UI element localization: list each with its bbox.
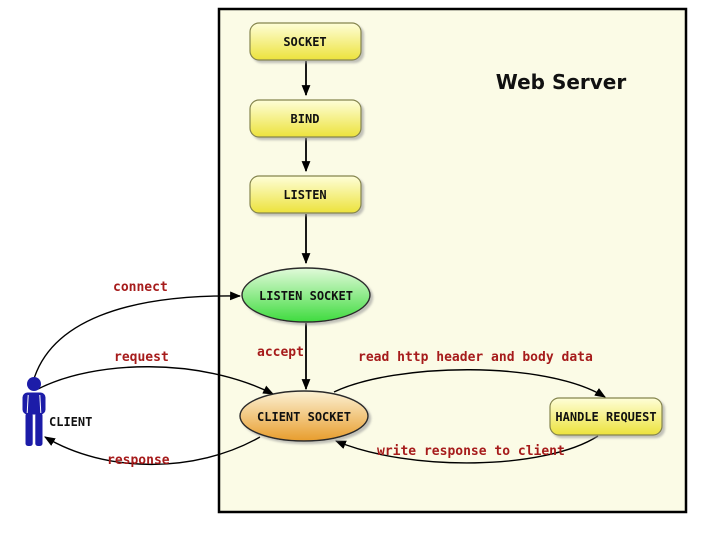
edge-label-accept: accept: [257, 345, 304, 360]
listen-label: LISTEN: [283, 188, 326, 202]
edge-label-read-http: read http header and body data: [358, 350, 593, 365]
listen-box: [249, 175, 362, 214]
person-head: [27, 377, 41, 391]
node-listen: LISTEN: [249, 175, 362, 214]
node-client-socket: CLIENT SOCKET: [239, 390, 369, 442]
person-left-leg: [25, 413, 33, 446]
arrow-request: [37, 366, 274, 395]
edge-label-request: request: [114, 350, 169, 365]
arrow-connect: [32, 291, 242, 383]
client-person-icon: [22, 377, 46, 446]
web-server-title: Web Server: [496, 70, 627, 94]
client-socket-ellipse: [239, 390, 369, 442]
bind-label: BIND: [291, 112, 320, 126]
listen-socket-ellipse: [241, 267, 371, 323]
edge-label-response: response: [107, 453, 170, 468]
client-label: CLIENT: [49, 415, 92, 429]
node-handle-request: HANDLE REQUEST: [549, 397, 663, 436]
person-torso: [22, 392, 46, 415]
client-socket-label: CLIENT SOCKET: [257, 410, 351, 424]
handle-request-box: [549, 397, 663, 436]
person-right-arm-separator: [39, 394, 42, 414]
arrow-write-response: [334, 435, 599, 464]
person-right-leg: [35, 413, 43, 446]
handle-request-label: HANDLE REQUEST: [555, 410, 656, 424]
listen-socket-label: LISTEN SOCKET: [259, 289, 353, 303]
node-socket: SOCKET: [249, 22, 362, 61]
person-left-arm-separator: [26, 394, 29, 414]
arrow-response: [44, 436, 261, 466]
arrow-read-request: [333, 369, 606, 398]
socket-box: [249, 22, 362, 61]
node-listen-socket: LISTEN SOCKET: [241, 267, 371, 323]
edge-label-write-response: write response to client: [377, 444, 565, 459]
node-bind: BIND: [249, 99, 362, 138]
bind-box: [249, 99, 362, 138]
edge-label-connect: connect: [113, 280, 168, 295]
socket-label: SOCKET: [283, 35, 326, 49]
